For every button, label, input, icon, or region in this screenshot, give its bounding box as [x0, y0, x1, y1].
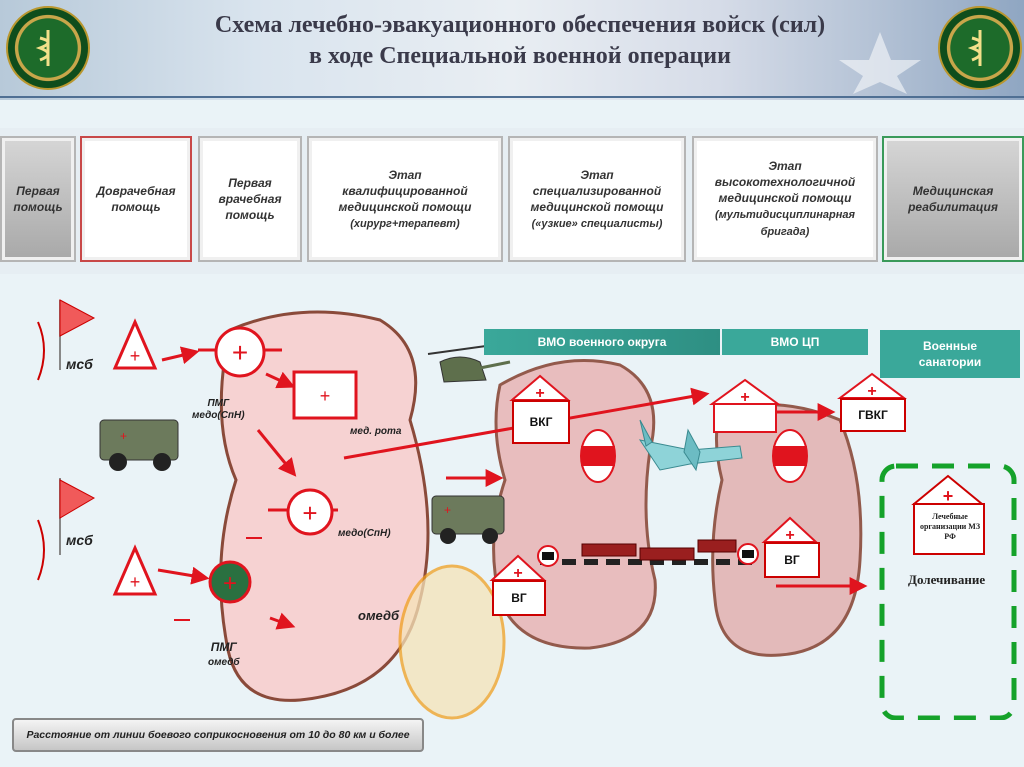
flag-icon	[37, 299, 96, 381]
svg-text:+: +	[130, 572, 141, 592]
medo-spn-label: медо(СпН)	[338, 528, 391, 539]
vg-right-label: ВГ	[764, 542, 820, 578]
svg-text:+: +	[535, 385, 544, 402]
med-rota-label: мед. рота	[350, 426, 402, 437]
hospital-house-icon: +	[708, 378, 782, 433]
armored-ambulance-icon: +	[99, 419, 179, 471]
header-banner	[0, 0, 1024, 100]
medical-post-circle-icon: +	[198, 326, 282, 378]
vkg-label: ВКГ	[512, 400, 570, 444]
gvkg-label: ГВКГ	[840, 398, 906, 432]
svg-text:+: +	[785, 527, 794, 544]
vg-left-label: ВГ	[492, 580, 546, 616]
flag-icon	[37, 478, 96, 581]
helicopter-icon	[427, 345, 511, 383]
omedb-label: омедб	[358, 608, 400, 623]
svg-text:+: +	[130, 346, 141, 366]
medical-post-circle-icon: +	[268, 488, 338, 536]
svg-text:+: +	[302, 498, 317, 528]
svg-text:+: +	[943, 486, 954, 506]
first-aid-triangle-icon: +	[112, 544, 158, 596]
aviation-marker-icon	[772, 429, 808, 483]
msb-top-label: мсб	[66, 356, 93, 372]
svg-text:+: +	[320, 386, 331, 406]
distance-note: Расстояние от линии боевого соприкоснове…	[12, 718, 424, 752]
medical-train-icon	[537, 539, 759, 567]
page-title: Схема лечебно-эвакуационного обеспечения…	[214, 12, 826, 69]
svg-text:+: +	[867, 383, 876, 400]
medical-company-icon: +	[292, 370, 358, 420]
svg-text:+: +	[444, 503, 451, 517]
vmo-cp-bar: ВМО ЦП	[722, 329, 868, 355]
dolechivanie-label: Долечивание	[908, 572, 986, 587]
first-aid-triangle-icon: +	[112, 318, 158, 370]
aviation-marker-icon	[580, 429, 616, 483]
mobile-medical-group-circle-icon: +	[174, 537, 262, 621]
svg-text:+: +	[740, 389, 749, 406]
omedb-zone	[398, 564, 506, 720]
medical-service-emblem-right	[938, 6, 1022, 90]
armored-ambulance-icon: +	[431, 495, 505, 544]
svg-text:+: +	[232, 337, 248, 368]
evacuation-diagram: + + + + + + +	[37, 299, 1017, 720]
svg-text:+: +	[223, 570, 237, 597]
svg-text:+: +	[120, 429, 127, 443]
star-watermark-icon	[839, 32, 921, 94]
dolechivanie-zone	[879, 463, 1017, 720]
svg-text:+: +	[513, 565, 522, 582]
vmo-okrug-bar: ВМО военного округа	[484, 329, 720, 355]
msb-bottom-label: мсб	[66, 532, 93, 548]
hospital-house-icon: +	[911, 474, 985, 555]
transport-aircraft-icon	[638, 419, 743, 472]
medical-service-emblem-left	[6, 6, 90, 90]
header-divider	[0, 96, 1024, 98]
